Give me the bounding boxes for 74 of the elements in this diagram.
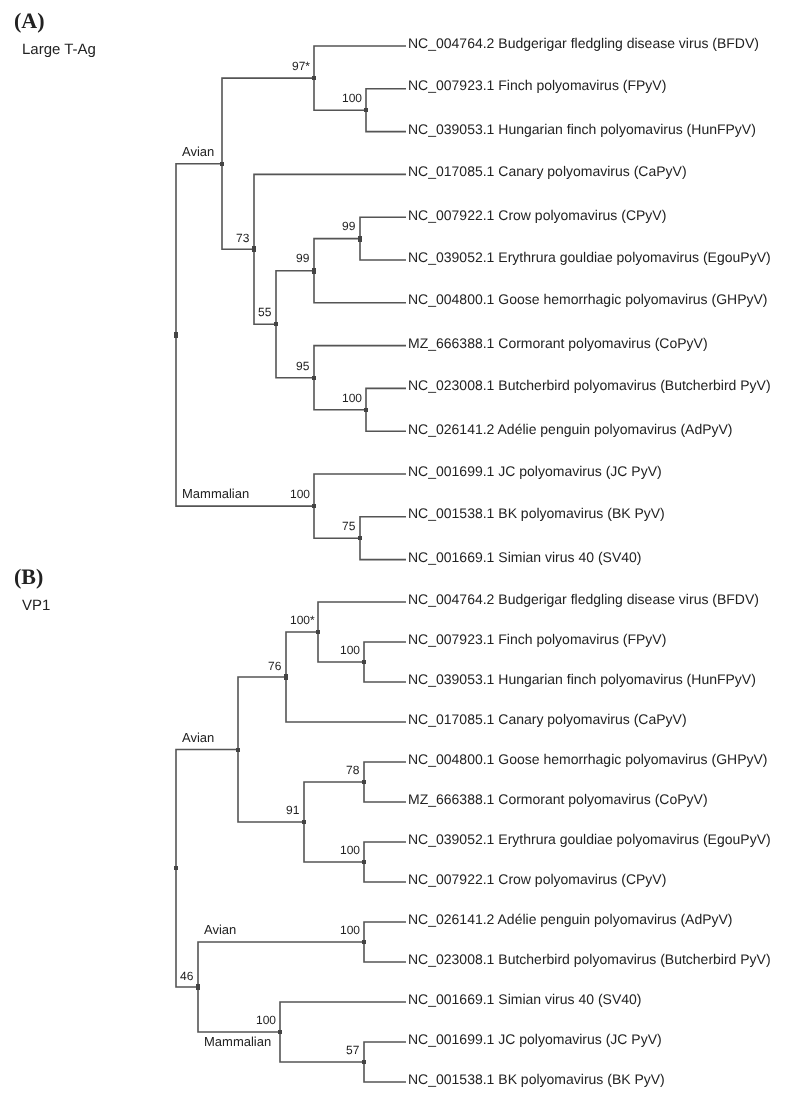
tree-branch bbox=[363, 941, 407, 963]
branch-point bbox=[173, 332, 179, 338]
tree-branch bbox=[313, 269, 407, 304]
tree-branch bbox=[285, 676, 407, 723]
branch-point bbox=[173, 865, 179, 871]
branch-point bbox=[311, 375, 317, 381]
tree-branch bbox=[285, 631, 319, 678]
branch-point bbox=[357, 236, 363, 242]
tree-branch bbox=[363, 1061, 407, 1083]
tree-branch bbox=[317, 601, 407, 633]
tree-branch bbox=[279, 1001, 407, 1033]
branch-point bbox=[235, 747, 241, 752]
branch-point bbox=[361, 779, 367, 785]
branch-point bbox=[311, 503, 317, 509]
tree-branch bbox=[363, 841, 407, 863]
tree-branch bbox=[313, 344, 407, 379]
tree-branch bbox=[237, 676, 287, 751]
tree-branch bbox=[313, 45, 407, 79]
tree-branch bbox=[363, 781, 407, 803]
branch-point bbox=[283, 674, 289, 680]
branch-point bbox=[273, 321, 279, 327]
branch-point bbox=[219, 161, 225, 167]
tree-branch bbox=[313, 237, 361, 272]
tree-branch bbox=[275, 323, 315, 379]
branch-point bbox=[361, 859, 367, 865]
branch-point bbox=[357, 535, 363, 541]
tree-branch bbox=[359, 537, 407, 561]
tree-branch bbox=[363, 641, 407, 663]
tree-branch bbox=[275, 269, 315, 325]
tree-branch bbox=[363, 1041, 407, 1063]
panel-label: (A) bbox=[14, 10, 45, 34]
tree-branch bbox=[313, 473, 407, 507]
tree-branch bbox=[313, 376, 367, 411]
tree-branch bbox=[359, 237, 407, 261]
tree-branch bbox=[221, 162, 255, 251]
tree-branch bbox=[363, 861, 407, 883]
tree-branch bbox=[365, 387, 407, 411]
tree-branch bbox=[175, 162, 223, 336]
tree-branch bbox=[237, 748, 305, 823]
tree-branch bbox=[303, 821, 365, 863]
branch-point bbox=[311, 268, 317, 274]
tree-branch bbox=[221, 77, 315, 165]
tree-branch bbox=[197, 986, 281, 1033]
tree-branch bbox=[359, 516, 407, 539]
tree-branch bbox=[303, 781, 365, 823]
branch-point bbox=[361, 659, 367, 665]
branch-point bbox=[363, 407, 369, 413]
tree-branch bbox=[363, 661, 407, 683]
branch-point bbox=[311, 75, 317, 81]
tree-branch bbox=[279, 1031, 365, 1063]
tree-branch bbox=[253, 173, 407, 251]
tree-branch bbox=[313, 505, 361, 539]
tree-branch bbox=[359, 216, 407, 240]
tree-branch bbox=[317, 631, 365, 663]
branch-point bbox=[301, 819, 307, 825]
tree-branch bbox=[175, 334, 315, 507]
tree-branch bbox=[365, 109, 407, 133]
branch-point bbox=[195, 984, 201, 990]
branch-point bbox=[315, 629, 321, 635]
branch-point bbox=[277, 1029, 283, 1035]
tree-branch bbox=[197, 941, 365, 988]
tree-branch bbox=[363, 761, 407, 783]
branch-point bbox=[251, 246, 257, 252]
tree-branch bbox=[175, 748, 239, 870]
branch-point bbox=[361, 939, 367, 945]
tree-branch bbox=[313, 77, 367, 111]
branch-point bbox=[363, 107, 369, 113]
tree-branch bbox=[365, 409, 407, 432]
tree-branch bbox=[175, 867, 199, 988]
tree-branch bbox=[363, 921, 407, 943]
branch-point bbox=[361, 1059, 367, 1065]
tree-branch bbox=[365, 88, 407, 111]
panel-label: (B) bbox=[14, 566, 44, 590]
tree-branch bbox=[253, 248, 277, 325]
